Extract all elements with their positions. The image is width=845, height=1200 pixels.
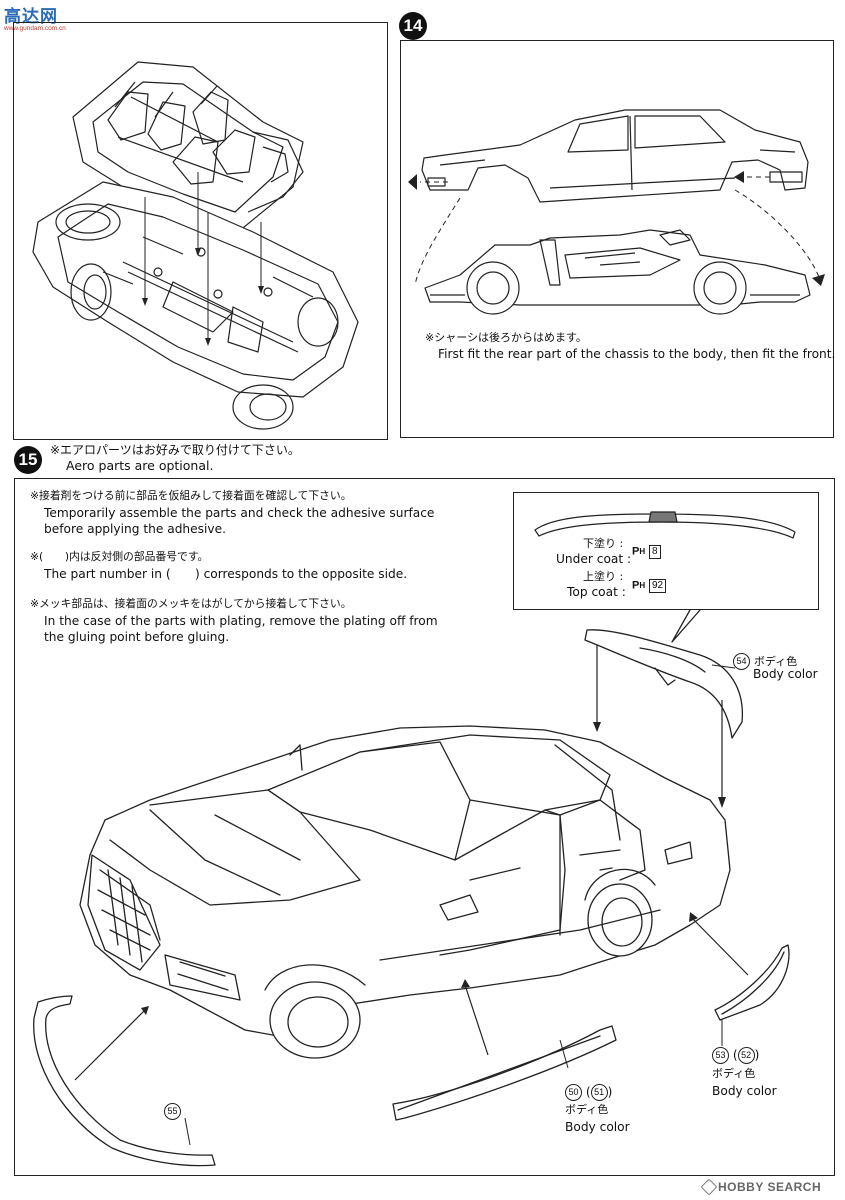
paint-code-prefix: P: [632, 545, 640, 558]
note-3-jp: ※メッキ部品は、接着面のメッキをはがしてから接着して下さい。: [30, 597, 352, 610]
part-53-color-jp: ボディ色: [712, 1067, 756, 1080]
hobby-search-icon: [700, 1178, 718, 1196]
part-53-number: 53: [712, 1047, 729, 1064]
under-coat-code: 8: [649, 544, 661, 559]
hobby-search-brand: HOBBY SEARCH: [718, 1180, 822, 1194]
part-51-number: 51: [590, 1084, 608, 1101]
step-14-note-jp: ※シャーシは後ろからはめます。: [425, 331, 587, 344]
note-1-en-line1: Temporarily assemble the parts and check…: [44, 506, 435, 520]
step-15-header-en: Aero parts are optional.: [66, 458, 214, 473]
part-53-label: 53 (52): [712, 1047, 759, 1064]
note-1-en-line2: before applying the adhesive.: [44, 522, 226, 536]
part-55-number: 55: [164, 1103, 181, 1120]
paint-code-prefix-2: P: [632, 579, 640, 592]
part-50-color-jp: ボディ色: [565, 1103, 609, 1116]
note-3-en-line1: In the case of the parts with plating, r…: [44, 614, 438, 628]
note-3-en-line2: the gluing point before gluing.: [44, 630, 230, 644]
panel-step-15: [14, 478, 835, 1176]
part-54-label: 54 ボディ色: [733, 653, 797, 670]
paint-code-sub-2: H: [639, 581, 646, 590]
top-coat-en: Top coat :: [567, 585, 626, 599]
watermark-url: www.gundam.com.cn: [4, 25, 66, 32]
top-coat-jp: 上塗り :: [583, 570, 624, 583]
note-2-jp: ※( )内は反対側の部品番号です。: [30, 550, 209, 563]
part-54-number: 54: [733, 653, 750, 670]
under-coat-paint: PH 8: [632, 543, 661, 560]
step-14-number: 14: [399, 12, 427, 40]
top-coat-paint: PH 92: [632, 577, 667, 594]
hobby-search-watermark: HOBBY SEARCH: [700, 1178, 822, 1196]
step-15-header-jp: ※エアロパーツはお好みで取り付けて下さい。: [50, 443, 300, 457]
part-54-color-en: Body color: [753, 667, 818, 681]
part-55-label: 55: [164, 1103, 181, 1120]
step-14-note-en: First fit the rear part of the chassis t…: [438, 347, 836, 361]
interior-chassis-illustration: [13, 22, 388, 440]
part-50-label: 50 (51): [565, 1084, 612, 1101]
note-1-jp: ※接着剤をつける前に部品を仮組みして接着面を確認して下さい。: [30, 489, 352, 502]
under-coat-jp: 下塗り :: [583, 537, 624, 550]
part-50-color-en: Body color: [565, 1120, 630, 1134]
spoiler-detail-illustration: [513, 492, 819, 610]
part-50-number: 50: [565, 1084, 582, 1101]
note-2-en-line1: The part number in ( ) corresponds to th…: [44, 567, 408, 581]
step-15-number: 15: [14, 446, 42, 474]
part-54-color-jp: ボディ色: [753, 655, 798, 668]
paint-code-sub: H: [639, 547, 646, 556]
panel-interior-assembly: [13, 22, 388, 440]
body-chassis-illustration: [408, 40, 825, 438]
panel-step-14: [400, 40, 834, 438]
paint-callout-box: [513, 492, 819, 610]
part-53-color-en: Body color: [712, 1084, 777, 1098]
under-coat-en: Under coat :: [556, 552, 632, 566]
part-52-number: 52: [737, 1047, 755, 1064]
top-coat-code: 92: [649, 578, 667, 593]
